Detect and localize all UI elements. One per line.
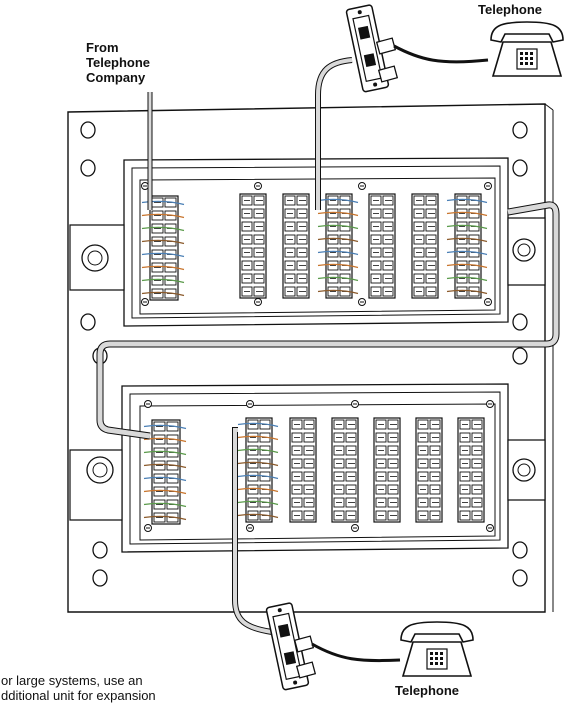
screw-icon	[351, 524, 359, 532]
screw-icon	[484, 182, 492, 190]
label-from-company-line2: Telephone	[86, 55, 151, 70]
terminal-block-icon	[446, 193, 488, 299]
screw-icon	[254, 182, 262, 190]
screw-icon	[144, 524, 152, 532]
mounting-hole-icon	[512, 159, 528, 177]
terminal-block-icon	[331, 417, 359, 523]
terminal-block-icon	[317, 193, 359, 299]
mounting-hole-icon	[92, 541, 108, 559]
label-telephone-bottom: Telephone	[395, 683, 460, 698]
terminal-block-icon	[237, 417, 279, 523]
modular-plug-icon	[293, 635, 317, 679]
terminal-block-icon	[457, 417, 485, 523]
label-from-company: From Telephone Company	[86, 40, 150, 85]
telephone-icon	[490, 21, 564, 77]
screw-icon	[254, 298, 262, 306]
mounting-hole-icon	[512, 347, 528, 365]
caption-line1: or large systems, use an	[1, 673, 143, 688]
screw-icon	[351, 400, 359, 408]
screw-icon	[358, 298, 366, 306]
terminal-block-icon	[368, 193, 396, 299]
terminal-block-icon	[141, 195, 185, 301]
caption-line2: dditional unit for expansion	[1, 688, 156, 703]
mounting-hole-icon	[512, 569, 528, 587]
caption: or large systems, use an dditional unit …	[1, 673, 156, 703]
label-from-company-line3: Company	[86, 70, 146, 85]
mounting-hole-icon	[92, 569, 108, 587]
screw-icon	[486, 524, 494, 532]
terminal-block-icon	[373, 417, 401, 523]
screw-icon	[246, 400, 254, 408]
screw-icon	[144, 400, 152, 408]
screw-icon	[484, 298, 492, 306]
telephone-icon	[400, 621, 474, 677]
panel-screws	[141, 182, 494, 532]
modular-plug-icon	[375, 37, 399, 83]
telephone-cord-top	[393, 44, 489, 64]
terminal-block-icon	[415, 417, 443, 523]
mounting-hole-icon	[512, 121, 528, 139]
screw-icon	[486, 400, 494, 408]
terminal-block-icon	[143, 419, 187, 525]
telephone-cord-bottom	[311, 642, 401, 663]
terminal-block-icon	[289, 417, 317, 523]
terminal-block-icon	[239, 193, 267, 299]
mounting-hole-icon	[512, 313, 528, 331]
terminal-block-icon	[411, 193, 439, 299]
screw-icon	[246, 524, 254, 532]
backplate-edge	[544, 103, 554, 111]
terminal-block-icon	[282, 193, 310, 299]
terminal-blocks	[141, 193, 488, 525]
label-telephone-top: Telephone	[478, 2, 543, 17]
mounting-hole-icon	[80, 121, 96, 139]
label-from-company-line1: From	[86, 40, 119, 55]
mounting-hole-icon	[80, 313, 96, 331]
screw-icon	[141, 182, 149, 190]
screw-icon	[358, 182, 366, 190]
mounting-hole-icon	[512, 541, 528, 559]
mounting-hole-icon	[80, 159, 96, 177]
screw-icon	[141, 298, 149, 306]
